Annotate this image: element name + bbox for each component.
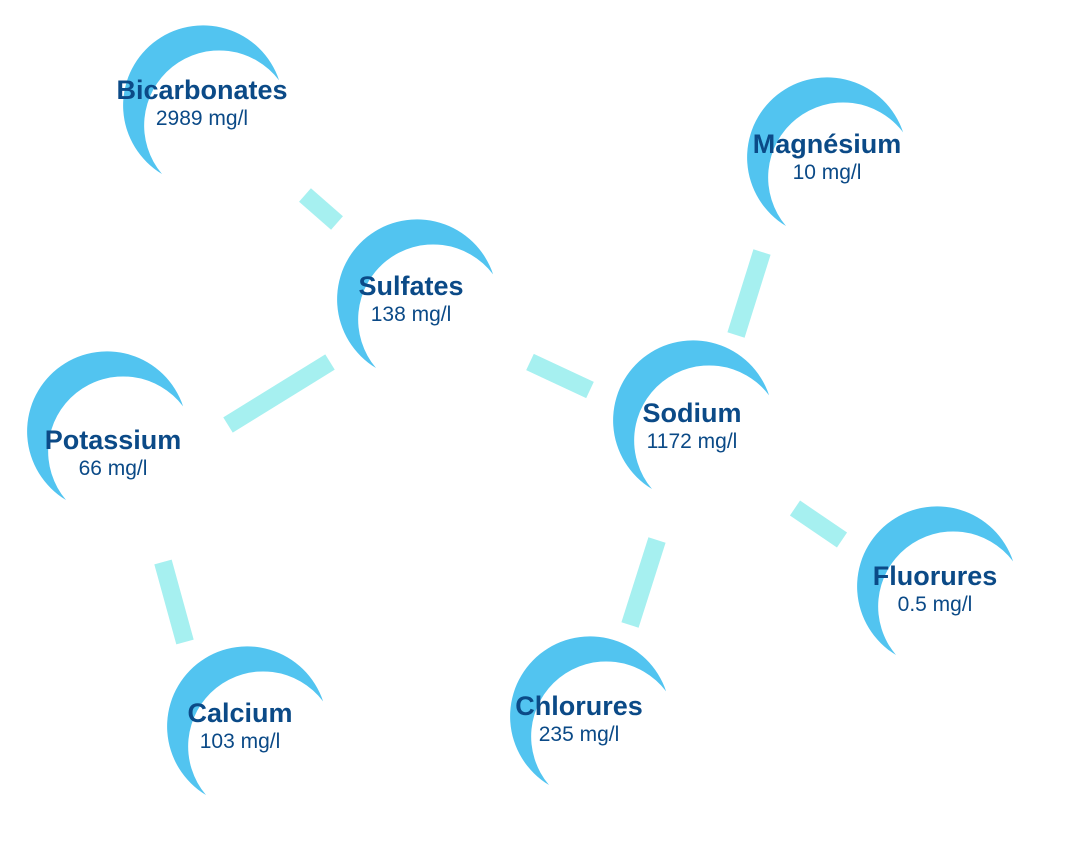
mineral-value: 103 mg/l xyxy=(199,730,281,753)
crescent-chlorures xyxy=(510,636,667,786)
mineral-name: Potassium xyxy=(44,425,182,455)
connector-magnesium-sodium xyxy=(727,249,771,338)
connector-group xyxy=(154,188,848,645)
mineral-sulfates: Sulfates 138 mg/l xyxy=(301,270,521,328)
crescent-magnesium xyxy=(747,77,904,227)
mineral-name: Chlorures xyxy=(515,691,643,721)
mineral-fluorures: Fluorures 0.5 mg/l xyxy=(825,560,1045,618)
connector-sulfates-sodium xyxy=(526,353,594,399)
mineral-name: Sulfates xyxy=(358,271,464,301)
mineral-chlorures: Chlorures 235 mg/l xyxy=(469,690,689,748)
mineral-value: 0.5 mg/l xyxy=(897,593,973,616)
crescent-sulfates xyxy=(337,219,494,369)
connector-potassium-calcium xyxy=(154,559,194,645)
mineral-value: 235 mg/l xyxy=(538,723,620,746)
mineral-magnesium: Magnésium 10 mg/l xyxy=(717,128,937,186)
mineral-name: Calcium xyxy=(187,698,293,728)
mineral-name: Sodium xyxy=(642,398,742,428)
mineral-name: Fluorures xyxy=(872,561,998,591)
mineral-bicarbonates: Bicarbonates 2989 mg/l xyxy=(92,74,312,132)
mineral-value: 66 mg/l xyxy=(78,457,148,480)
connector-sodium-fluorures xyxy=(789,500,848,548)
mineral-name: Bicarbonates xyxy=(116,75,288,105)
crescent-calcium xyxy=(167,646,324,796)
mineral-value: 2989 mg/l xyxy=(155,107,249,130)
mineral-value: 1172 mg/l xyxy=(646,430,738,453)
connector-bicarbonates-sulfates xyxy=(299,188,343,230)
mineral-value: 10 mg/l xyxy=(792,161,862,184)
crescent-sodium xyxy=(613,340,770,490)
connector-sulfates-potassium xyxy=(223,354,335,433)
mineral-sodium: Sodium 1172 mg/l xyxy=(582,397,802,455)
mineral-name: Magnésium xyxy=(752,129,902,159)
moon-group xyxy=(27,25,1014,796)
crescent-fluorures xyxy=(857,506,1014,656)
crescent-bicarbonates xyxy=(123,25,280,175)
connector-sodium-chlorures xyxy=(621,537,666,628)
crescent-potassium xyxy=(27,351,184,501)
mineral-calcium: Calcium 103 mg/l xyxy=(130,697,350,755)
mineral-value: 138 mg/l xyxy=(370,303,452,326)
mineral-potassium: Potassium 66 mg/l xyxy=(3,424,223,482)
